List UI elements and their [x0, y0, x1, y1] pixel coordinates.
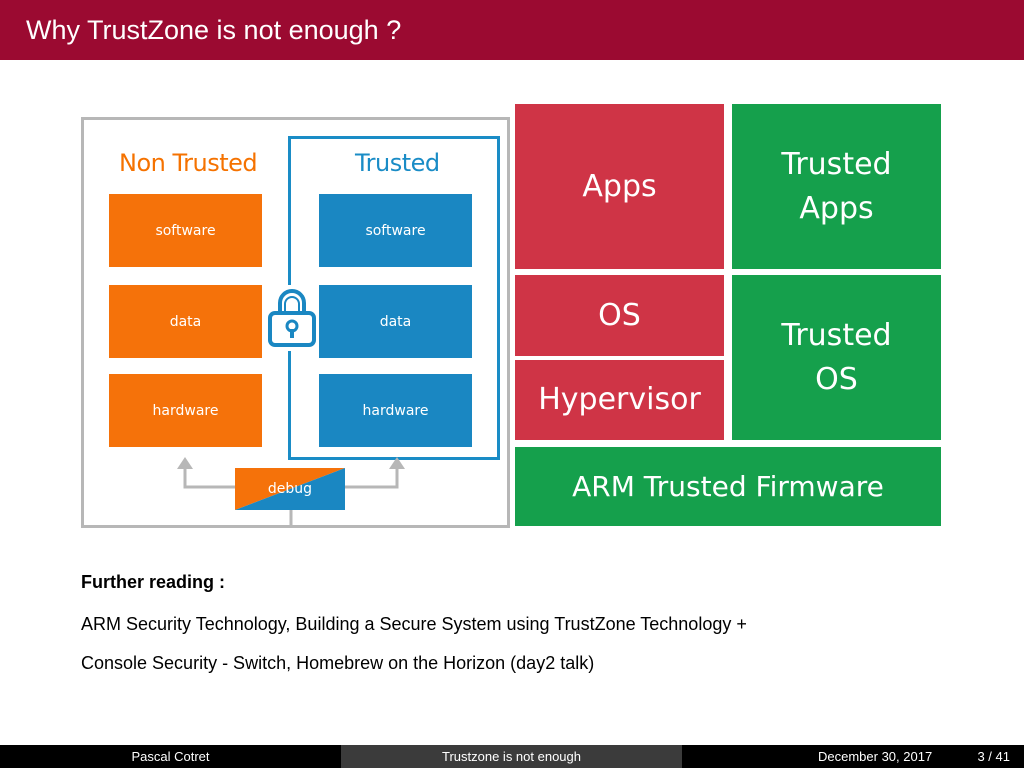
- trusted-hardware-block: hardware: [319, 374, 472, 447]
- non-trusted-title: Non Trusted: [119, 149, 258, 177]
- apps-label: Apps: [582, 168, 657, 204]
- slide-footer: Pascal Cotret Trustzone is not enough De…: [0, 745, 1024, 768]
- page-number: 3 / 41: [977, 749, 1010, 764]
- trusted-apps-label-line2: Apps: [799, 190, 874, 226]
- trusted-os-label-line2: OS: [815, 361, 858, 397]
- reading-link-console-security[interactable]: Console Security - Switch, Homebrew on t…: [81, 653, 595, 673]
- trusted-os-label-line1: Trusted: [781, 317, 892, 353]
- footer-date: December 30, 2017: [818, 749, 933, 764]
- debug-label: debug: [267, 481, 313, 497]
- slide-title: Why TrustZone is not enough ?: [26, 15, 402, 45]
- trusted-os-tile: Trusted OS: [732, 275, 941, 440]
- debug-connector-lines: [177, 457, 405, 525]
- trusted-data-block: data: [319, 285, 472, 358]
- apps-tile: Apps: [515, 104, 724, 269]
- trustzone-diagram: Non Trusted Trusted software data hardwa…: [81, 117, 510, 528]
- padlock-icon: [266, 285, 318, 351]
- further-reading-heading: Further reading :: [81, 572, 226, 592]
- non-trusted-hardware-block: hardware: [109, 374, 262, 447]
- non-trusted-software-block: software: [109, 194, 262, 267]
- trusted-software-block: software: [319, 194, 472, 267]
- footer-author: Pascal Cotret: [0, 745, 341, 768]
- hypervisor-label: Hypervisor: [538, 382, 701, 417]
- reading-link-arm-security[interactable]: ARM Security Technology, Building a Secu…: [81, 614, 747, 634]
- os-tile: OS: [515, 275, 724, 356]
- non-trusted-data-block: data: [109, 285, 262, 358]
- firmware-label: ARM Trusted Firmware: [572, 469, 884, 503]
- footer-date-page: December 30, 2017 3 / 41: [682, 745, 1024, 768]
- trusted-apps-label-line1: Trusted: [781, 146, 892, 182]
- debug-port: debug: [235, 468, 345, 510]
- trusted-title: Trusted: [355, 149, 440, 177]
- footer-short-title: Trustzone is not enough: [341, 745, 682, 768]
- arm-trusted-firmware-tile: ARM Trusted Firmware: [515, 447, 941, 526]
- trusted-apps-tile: Trusted Apps: [732, 104, 941, 269]
- footer-author-text: Pascal Cotret: [131, 749, 210, 764]
- os-label: OS: [598, 297, 641, 333]
- footer-short-title-text: Trustzone is not enough: [442, 749, 581, 764]
- hypervisor-tile: Hypervisor: [515, 360, 724, 440]
- title-bar: Why TrustZone is not enough ?: [0, 0, 1024, 60]
